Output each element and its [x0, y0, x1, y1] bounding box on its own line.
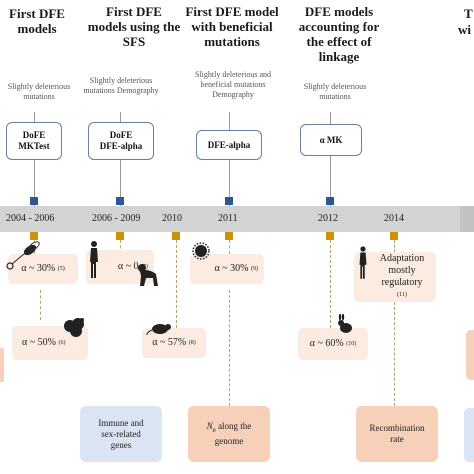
yeast-cell-icon	[192, 242, 210, 260]
year-label: 2004 - 2006	[6, 213, 55, 224]
ne-symbol: N	[206, 421, 213, 432]
result-marker	[326, 232, 334, 240]
year-label: 2012	[318, 213, 338, 224]
bottom-box-recombination: Recombination rate	[356, 406, 438, 462]
result-text: α ~ 50%	[22, 337, 56, 348]
partial-box-right-bottom	[464, 408, 474, 462]
result-marker	[390, 232, 398, 240]
year-label: 2011	[218, 213, 238, 224]
bottom-text: Immune and	[98, 417, 144, 428]
column-title-first-dfe-models: First DFE models	[9, 6, 65, 36]
result-connector	[394, 240, 395, 252]
bottom-text: rate	[390, 434, 404, 444]
method-label: DFE-alpha	[99, 141, 143, 151]
timeline-marker	[225, 197, 233, 205]
result-marker	[225, 232, 233, 240]
result-box-alpha-57-8: α ~ 57% (8)	[142, 328, 206, 358]
result-text: α ~ 0	[117, 261, 139, 272]
bottom-box-ne-genome: Ne along the genome	[188, 406, 270, 462]
method-label: α MK	[319, 134, 343, 145]
bottom-text: along the	[215, 421, 252, 432]
timeline-marker	[116, 197, 124, 205]
result-connector	[40, 290, 41, 320]
column-title-linkage: DFE models accounting for the effect of …	[298, 4, 380, 64]
timeline-band-edge	[460, 206, 474, 232]
timeline-band	[0, 206, 474, 232]
method-box-dofe-mktest: DoFE MKTest	[6, 122, 62, 160]
result-text: Adaptation mostly regulatory	[379, 253, 425, 288]
result-ref: (5)	[57, 266, 65, 272]
column-title-partial: wi	[458, 22, 471, 37]
bottom-text: genes	[110, 439, 132, 450]
result-marker	[172, 232, 180, 240]
method-label: DoFE	[22, 130, 46, 140]
column-title-beneficial: First DFE model with beneficial mutation…	[185, 4, 279, 49]
method-label: DoFE	[109, 130, 133, 140]
result-box-alpha-60-10: α ~ 60% (10)	[298, 328, 368, 360]
column-subtitle: Slightly deleterious mutations	[303, 82, 367, 101]
result-box-alpha-30-9: α ~ 30% (9)	[190, 254, 264, 284]
result-connector	[394, 302, 395, 406]
result-ref: (10)	[346, 341, 357, 347]
result-text: α ~ 30%	[214, 263, 249, 274]
ne-subscript: e	[212, 425, 216, 434]
result-ref: (6)	[58, 340, 66, 346]
year-label: 2006 - 2009	[92, 213, 141, 224]
bottom-text: Ne along the	[207, 421, 252, 436]
fruit-fly-icon	[6, 241, 40, 270]
timeline-marker	[30, 197, 38, 205]
human-icon	[90, 241, 98, 278]
result-connector	[229, 290, 230, 406]
method-label: DFE-alpha	[207, 139, 251, 150]
plant-icon	[64, 318, 84, 337]
bottom-text: genome	[214, 435, 244, 446]
result-marker	[116, 232, 124, 240]
method-label: MKTest	[18, 141, 50, 151]
column-subtitle: Slightly deleterious and beneficial muta…	[195, 70, 271, 99]
result-ref: (8)	[188, 340, 196, 346]
result-ref: (9)	[251, 266, 258, 272]
result-connector	[176, 240, 177, 328]
connector-line	[330, 112, 331, 206]
method-box-dfe-alpha: DFE-alpha	[196, 130, 262, 160]
partial-box-right	[466, 330, 474, 380]
rabbit-icon	[338, 314, 352, 333]
bottom-box-immune-sex-genes: Immune and sex-related genes	[80, 406, 162, 462]
result-text: α ~ 57%	[152, 337, 187, 348]
result-connector	[120, 240, 121, 254]
result-marker	[30, 232, 38, 240]
method-box-alpha-mk: α MK	[300, 124, 362, 156]
chimpanzee-icon	[138, 264, 158, 286]
bottom-text: Recombination	[369, 423, 425, 433]
year-label: 2014	[384, 213, 404, 224]
column-subtitle: Slightly deleterious mutations Demograph…	[83, 76, 159, 95]
human-icon	[359, 246, 367, 279]
result-connector	[229, 240, 230, 254]
column-title-partial: T	[464, 6, 473, 21]
result-connector	[330, 240, 331, 328]
result-box-adaptation-regulatory: Adaptation mostly regulatory (11)	[354, 252, 436, 302]
mouse-icon	[146, 324, 171, 336]
result-ref: (11)	[397, 292, 407, 298]
timeline-marker	[326, 197, 334, 205]
year-label: 2010	[162, 213, 182, 224]
result-text: α ~ 30%	[21, 263, 56, 274]
result-box-alpha-30-5: α ~ 30% (5)	[8, 254, 78, 284]
result-text: α ~ 60%	[309, 338, 344, 349]
column-title-first-dfe-sfs: First DFE models using the SFS	[87, 4, 181, 49]
column-subtitle: Slightly deleterious mutations	[7, 82, 71, 101]
method-box-dofe-dfe-alpha: DoFE DFE-alpha	[88, 122, 154, 160]
partial-box-left	[0, 348, 4, 382]
bottom-text: sex-related	[101, 428, 141, 439]
